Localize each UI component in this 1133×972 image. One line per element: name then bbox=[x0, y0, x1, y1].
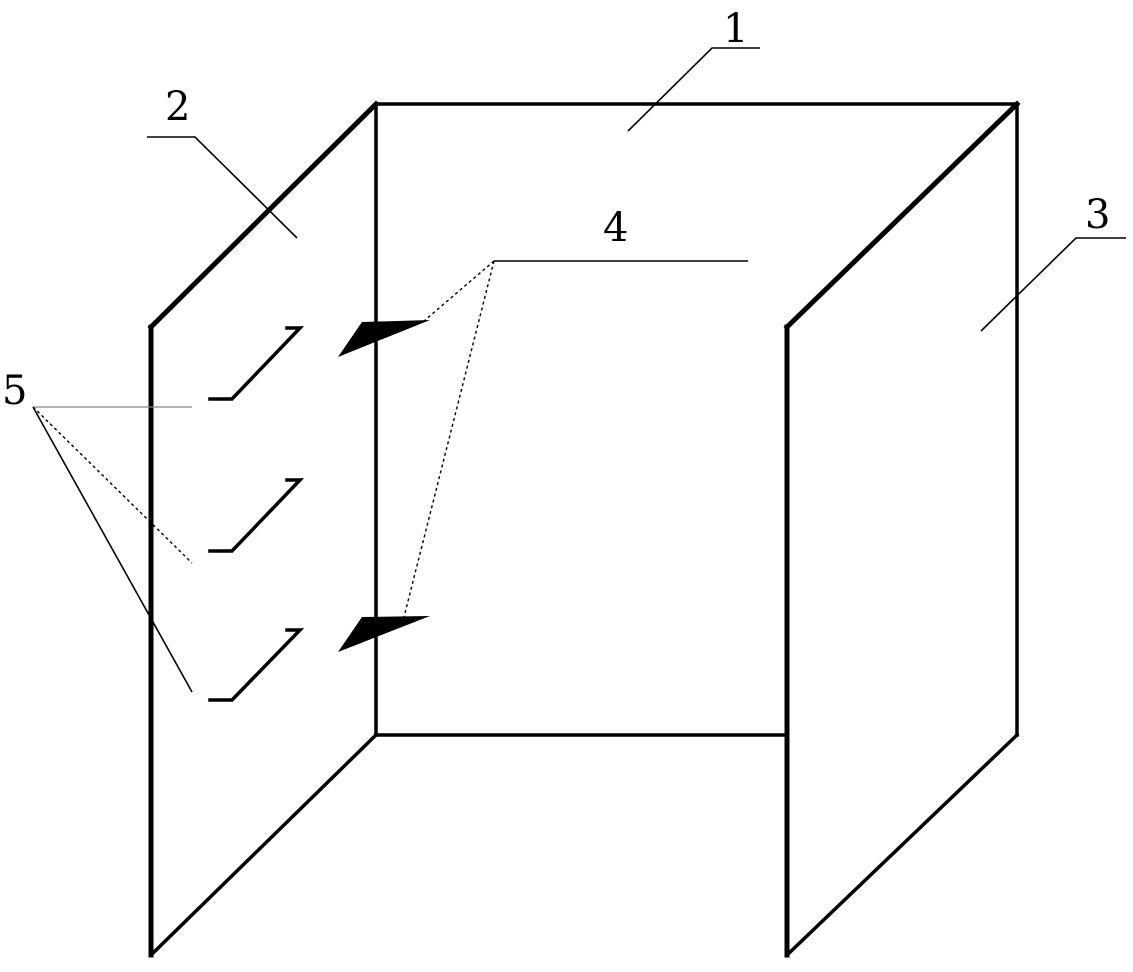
right-panel bbox=[783, 100, 1021, 958]
right-panel-top-edge bbox=[783, 100, 1021, 331]
left-panel bbox=[147, 100, 380, 958]
leader-4-to-lower-hinge bbox=[403, 260, 495, 618]
bracket-upper bbox=[208, 326, 305, 401]
bracket-lower bbox=[208, 628, 305, 702]
hinge-lower bbox=[338, 616, 430, 652]
label-3: 3 bbox=[1085, 192, 1110, 238]
brackets bbox=[208, 326, 305, 702]
left-panel-bottom-edge bbox=[148, 732, 379, 958]
right-panel-bottom-edge bbox=[784, 732, 1020, 958]
leader-lines bbox=[32, 47, 1126, 693]
label-4: 4 bbox=[603, 205, 628, 251]
hinges bbox=[338, 320, 430, 652]
leader-5-to-middle-bracket bbox=[32, 406, 193, 564]
bracket-middle bbox=[208, 478, 305, 553]
leader-1 bbox=[627, 47, 760, 132]
leader-5-to-lower-bracket bbox=[32, 406, 193, 693]
left-panel-top-edge bbox=[147, 100, 380, 331]
leader-3 bbox=[980, 237, 1126, 332]
label-1: 1 bbox=[723, 6, 748, 52]
label-2: 2 bbox=[165, 84, 190, 130]
leader-2 bbox=[147, 136, 298, 239]
hinge-upper bbox=[338, 320, 430, 357]
label-5: 5 bbox=[2, 368, 27, 414]
leader-4-to-upper-hinge bbox=[423, 260, 495, 322]
